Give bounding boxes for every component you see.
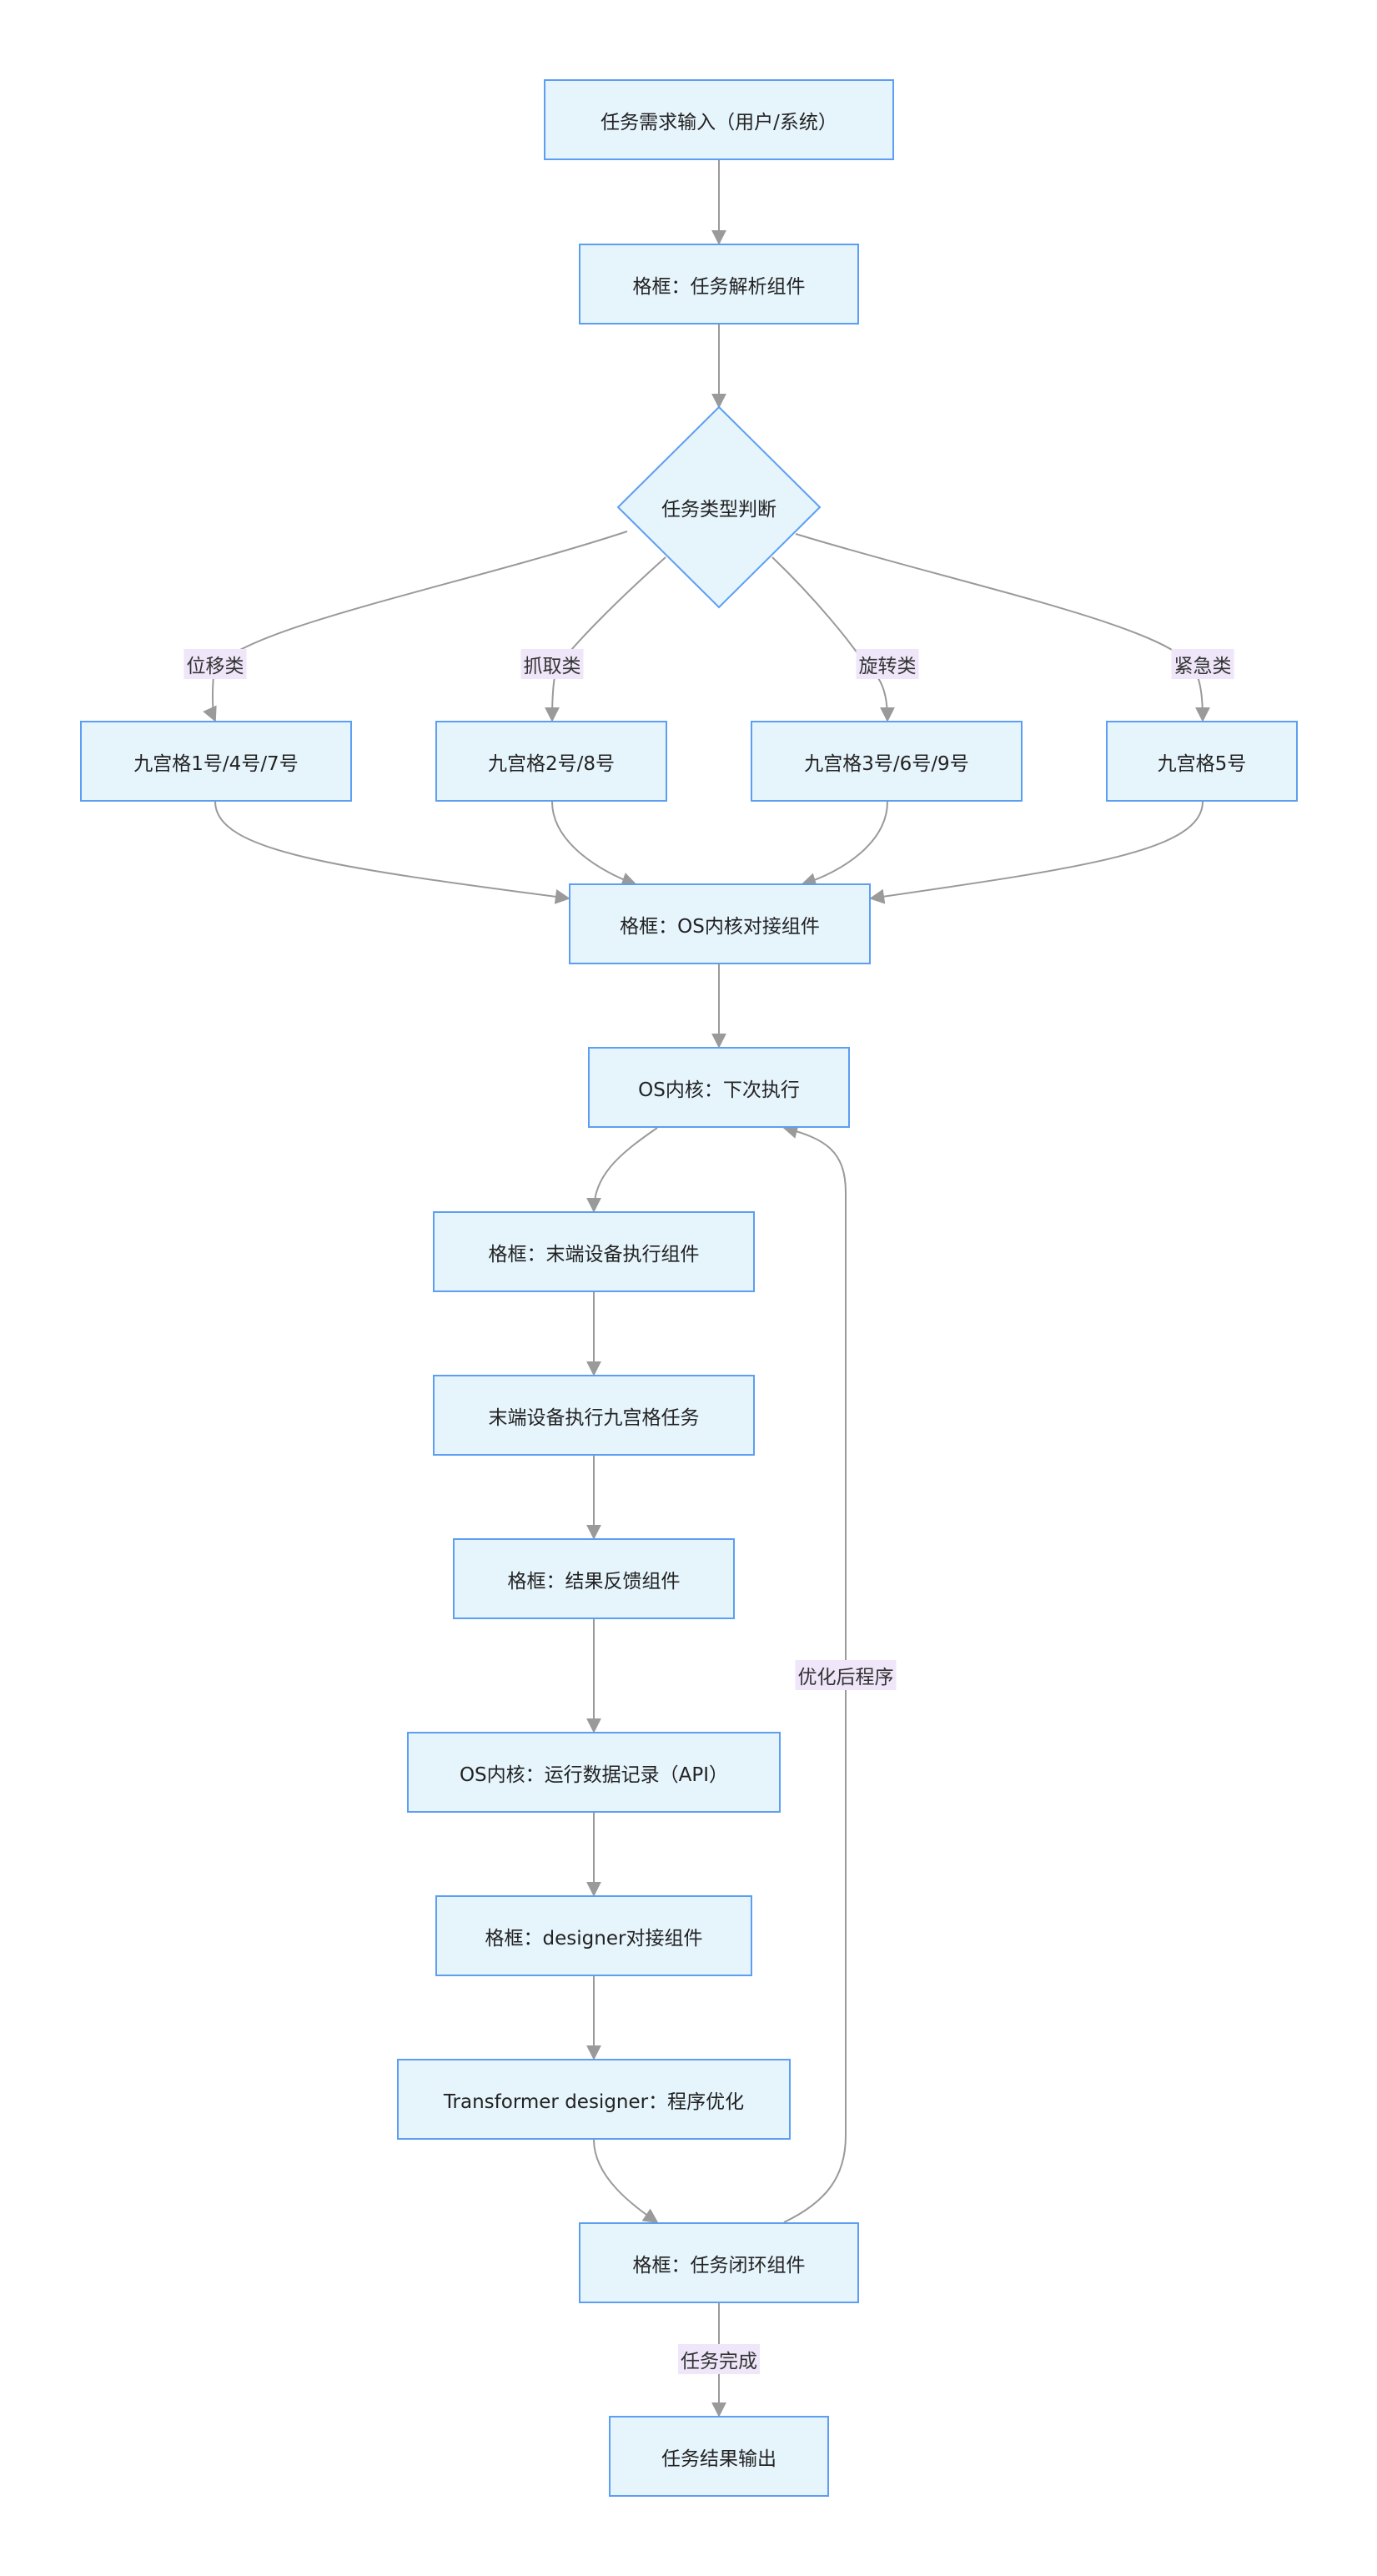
decision-diamond-shape xyxy=(616,405,822,609)
edge-grid147-osconnect xyxy=(214,801,570,904)
node-task-input: 任务需求输入（用户/系统） xyxy=(544,79,894,160)
node-task-parse: 格框：任务解析组件 xyxy=(579,244,859,325)
node-grid-2-8: 九宫格2号/8号 xyxy=(435,721,667,802)
edge-transformer-loop xyxy=(593,2139,659,2224)
edge-label-grab: 抓取类 xyxy=(520,649,584,679)
node-result-feedback: 格框：结果反馈组件 xyxy=(453,1538,735,1619)
edge-decision-grid5 xyxy=(795,533,1210,722)
node-os-connect: 格框：OS内核对接组件 xyxy=(569,883,871,964)
node-task-output: 任务结果输出 xyxy=(609,2416,829,2497)
node-os-next-exec: OS内核：下次执行 xyxy=(588,1047,850,1128)
edge-label-rotate: 旋转类 xyxy=(856,649,919,679)
edge-grid28-osconnect xyxy=(551,801,637,888)
node-transformer-designer: Transformer designer：程序优化 xyxy=(397,2059,791,2140)
node-grid-3-6-9: 九宫格3号/6号/9号 xyxy=(751,721,1023,802)
edge-decision-grid369 xyxy=(771,556,895,722)
edge-label-optimized: 优化后程序 xyxy=(795,1660,897,1690)
node-device-component: 格框：末端设备执行组件 xyxy=(433,1211,755,1292)
node-designer-connect: 格框：designer对接组件 xyxy=(435,1895,752,1976)
node-device-exec: 末端设备执行九宫格任务 xyxy=(433,1375,755,1456)
edge-decision-grid28 xyxy=(545,556,666,722)
edge-grid5-osconnect xyxy=(869,801,1204,904)
edge-osnext-device xyxy=(586,1127,658,1213)
node-grid-1-4-7: 九宫格1号/4号/7号 xyxy=(80,721,352,802)
edge-label-done: 任务完成 xyxy=(678,2344,760,2374)
node-grid-5: 九宫格5号 xyxy=(1106,721,1298,802)
edge-label-displacement: 位移类 xyxy=(183,649,247,679)
edge-label-urgent: 紧急类 xyxy=(1171,649,1234,679)
edge-decision-grid147 xyxy=(203,531,628,722)
node-task-type-decision: 任务类型判断 xyxy=(661,499,776,521)
node-os-run-record: OS内核：运行数据记录（API） xyxy=(407,1732,781,1813)
node-task-loop: 格框：任务闭环组件 xyxy=(579,2222,859,2303)
edge-grid369-osconnect xyxy=(801,801,888,888)
